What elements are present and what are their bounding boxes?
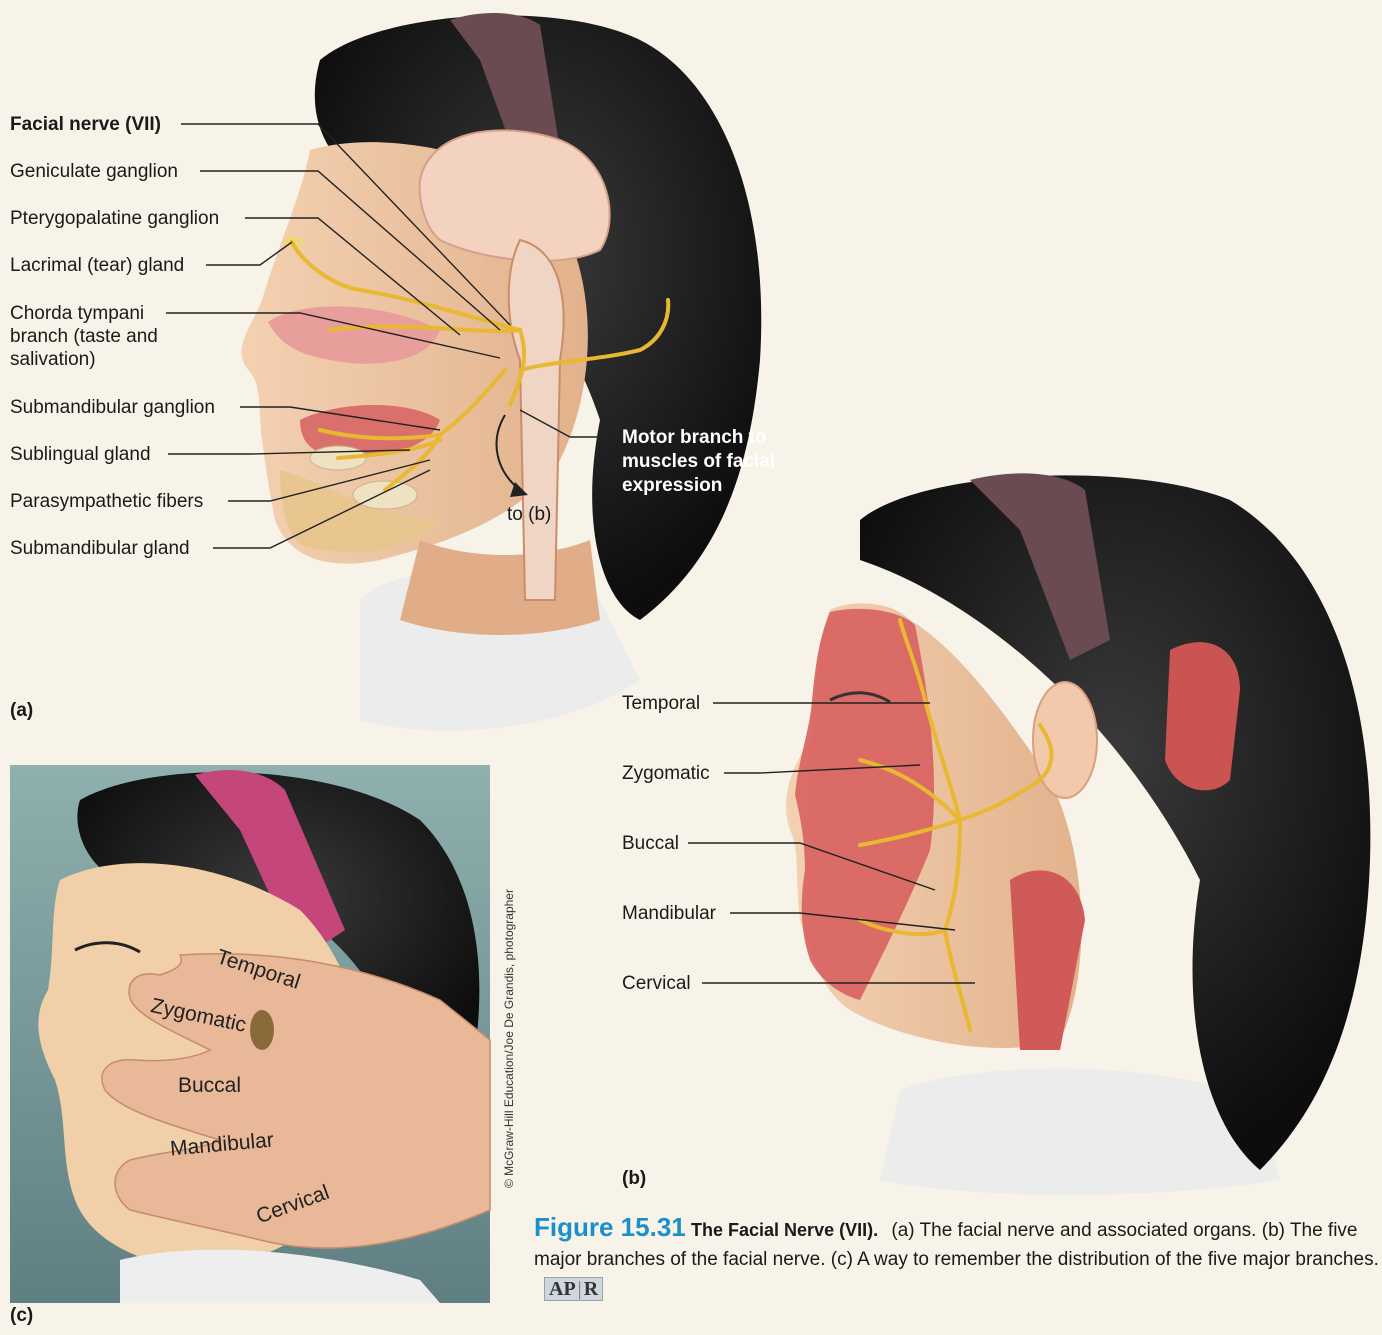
panel-a-submandibular-gland <box>353 481 417 509</box>
panel-a-artwork <box>166 13 761 731</box>
label-facial-nerve: Facial nerve (VII) <box>10 113 161 136</box>
label-motor-branch: Motor branch to muscles of facial expres… <box>622 426 822 498</box>
panel-c-photo <box>10 765 490 1303</box>
apr-badge-divider: | <box>578 1278 582 1300</box>
label-buccal: Buccal <box>622 832 679 855</box>
label-submandibular-gland: Submandibular gland <box>10 537 190 560</box>
label-zygomatic: Zygomatic <box>622 762 710 785</box>
panel-c-ring <box>250 1010 274 1050</box>
panel-letter-a: (a) <box>10 700 33 722</box>
panel-letter-b: (b) <box>622 1168 646 1190</box>
label-cervical: Cervical <box>622 972 691 995</box>
panel-letter-c: (c) <box>10 1305 33 1327</box>
label-chorda-tympani: Chorda tympani branch (taste and salivat… <box>10 302 195 371</box>
label-geniculate-ganglion: Geniculate ganglion <box>10 160 178 183</box>
panel-b-artwork <box>688 473 1370 1195</box>
apr-badge-left: AP <box>549 1278 576 1300</box>
caption-figure-number: Figure 15.31 <box>534 1213 686 1242</box>
label-sublingual-gland: Sublingual gland <box>10 443 151 466</box>
finger-label-buccal: Buccal <box>178 1074 241 1098</box>
panel-b-ear <box>1033 682 1097 798</box>
label-parasympathetic-fibers: Parasympathetic fibers <box>10 490 203 513</box>
label-lacrimal-gland: Lacrimal (tear) gland <box>10 254 184 277</box>
photo-credit: © McGraw-Hill Education/Joe De Grandis, … <box>502 968 516 1188</box>
apr-badge-right: R <box>584 1278 598 1300</box>
label-to-b: to (b) <box>507 503 551 526</box>
label-pterygopalatine-ganglion: Pterygopalatine ganglion <box>10 207 219 230</box>
caption-title: The Facial Nerve (VII). <box>691 1220 878 1240</box>
label-temporal: Temporal <box>622 692 700 715</box>
panel-a-neck <box>400 540 600 635</box>
label-submandibular-ganglion: Submandibular ganglion <box>10 396 215 419</box>
panel-b-neck-muscle <box>1010 870 1085 1050</box>
panel-b-back-muscle <box>1165 642 1240 790</box>
figure-caption: Figure 15.31 The Facial Nerve (VII). (a)… <box>534 1213 1380 1303</box>
apr-badge[interactable]: AP|R <box>544 1277 603 1301</box>
label-mandibular: Mandibular <box>622 902 716 925</box>
